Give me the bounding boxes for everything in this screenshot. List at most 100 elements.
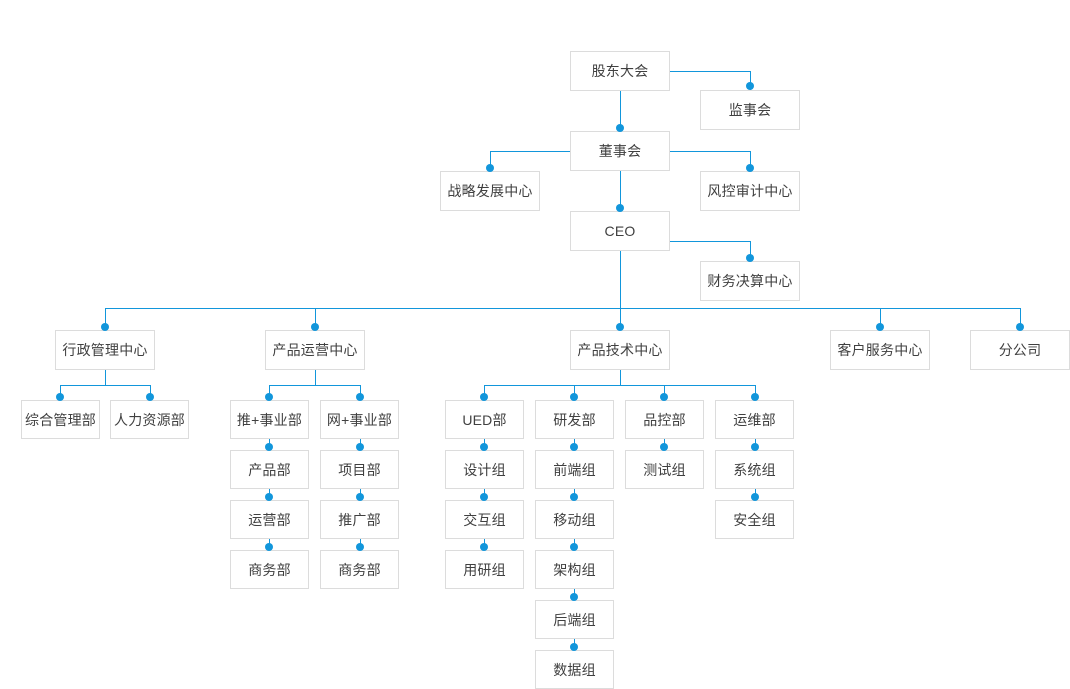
org-node[interactable]: 架构组 <box>535 550 614 589</box>
connector-dot <box>480 543 488 551</box>
connector-line <box>670 241 750 242</box>
connector-line <box>574 385 575 400</box>
org-node[interactable]: 安全组 <box>715 500 794 539</box>
connector-dot <box>570 543 578 551</box>
org-node[interactable]: 数据组 <box>535 650 614 689</box>
connector-dot <box>56 393 64 401</box>
org-node[interactable]: 战略发展中心 <box>440 171 540 211</box>
connector-line <box>620 251 621 308</box>
connector-dot <box>746 164 754 172</box>
org-node[interactable]: 风控审计中心 <box>700 171 800 211</box>
connector-dot <box>1016 323 1024 331</box>
org-node[interactable]: 产品技术中心 <box>570 330 670 370</box>
connector-line <box>670 151 750 152</box>
connector-dot <box>356 443 364 451</box>
connector-line <box>315 370 316 385</box>
org-node[interactable]: 推广部 <box>320 500 399 539</box>
org-node[interactable]: 客户服务中心 <box>830 330 930 370</box>
connector-line <box>880 308 881 330</box>
org-node[interactable]: 推+事业部 <box>230 400 309 439</box>
connector-dot <box>746 82 754 90</box>
org-node[interactable]: 董事会 <box>570 131 670 171</box>
org-node[interactable]: 股东大会 <box>570 51 670 91</box>
connector-line <box>269 385 360 386</box>
org-node[interactable]: UED部 <box>445 400 524 439</box>
connector-dot <box>311 323 319 331</box>
connector-dot <box>265 543 273 551</box>
org-node[interactable]: 监事会 <box>700 90 800 130</box>
connector-dot <box>616 323 624 331</box>
org-node[interactable]: 分公司 <box>970 330 1070 370</box>
org-node[interactable]: 运营部 <box>230 500 309 539</box>
connector-dot <box>356 493 364 501</box>
org-node[interactable]: 项目部 <box>320 450 399 489</box>
connector-line <box>755 385 756 400</box>
org-node[interactable]: CEO <box>570 211 670 251</box>
connector-dot <box>265 393 273 401</box>
connector-line <box>750 241 751 261</box>
connector-line <box>105 308 106 330</box>
connector-dot <box>486 164 494 172</box>
connector-dot <box>480 493 488 501</box>
connector-line <box>105 370 106 385</box>
org-node[interactable]: 品控部 <box>625 400 704 439</box>
connector-dot <box>751 493 759 501</box>
connector-dot <box>146 393 154 401</box>
connector-dot <box>660 393 668 401</box>
connector-line <box>620 370 621 385</box>
connector-line <box>664 385 665 400</box>
connector-line <box>1020 308 1021 330</box>
connector-dot <box>570 643 578 651</box>
org-node[interactable]: 移动组 <box>535 500 614 539</box>
connector-line <box>60 385 150 386</box>
org-node[interactable]: 商务部 <box>230 550 309 589</box>
org-node[interactable]: 行政管理中心 <box>55 330 155 370</box>
connector-dot <box>265 443 273 451</box>
org-node[interactable]: 系统组 <box>715 450 794 489</box>
connector-dot <box>265 493 273 501</box>
connector-dot <box>356 543 364 551</box>
connector-dot <box>746 254 754 262</box>
org-node[interactable]: 前端组 <box>535 450 614 489</box>
connector-dot <box>480 393 488 401</box>
connector-line <box>484 385 755 386</box>
connector-dot <box>660 443 668 451</box>
org-node[interactable]: 人力资源部 <box>110 400 189 439</box>
org-node[interactable]: 交互组 <box>445 500 524 539</box>
connector-line <box>620 91 621 131</box>
org-node[interactable]: 测试组 <box>625 450 704 489</box>
connector-dot <box>570 493 578 501</box>
connector-line <box>750 151 751 171</box>
connector-line <box>360 385 361 400</box>
connector-dot <box>480 443 488 451</box>
connector-dot <box>101 323 109 331</box>
connector-line <box>620 308 621 330</box>
org-node[interactable]: 产品运营中心 <box>265 330 365 370</box>
org-node[interactable]: 网+事业部 <box>320 400 399 439</box>
org-node[interactable]: 运维部 <box>715 400 794 439</box>
org-node[interactable]: 综合管理部 <box>21 400 100 439</box>
org-node[interactable]: 用研组 <box>445 550 524 589</box>
connector-line <box>269 385 270 400</box>
connector-line <box>105 308 1020 309</box>
connector-line <box>484 385 485 400</box>
org-node[interactable]: 商务部 <box>320 550 399 589</box>
connector-dot <box>570 443 578 451</box>
connector-dot <box>356 393 364 401</box>
connector-line <box>490 151 570 152</box>
org-node[interactable]: 后端组 <box>535 600 614 639</box>
connector-dot <box>751 443 759 451</box>
connector-line <box>150 385 151 400</box>
connector-dot <box>616 124 624 132</box>
connector-dot <box>751 393 759 401</box>
org-node[interactable]: 财务决算中心 <box>700 261 800 301</box>
org-node[interactable]: 研发部 <box>535 400 614 439</box>
org-node[interactable]: 设计组 <box>445 450 524 489</box>
connector-line <box>670 71 750 72</box>
connector-line <box>750 71 751 90</box>
org-node[interactable]: 产品部 <box>230 450 309 489</box>
connector-dot <box>876 323 884 331</box>
connector-line <box>60 385 61 400</box>
connector-dot <box>570 593 578 601</box>
